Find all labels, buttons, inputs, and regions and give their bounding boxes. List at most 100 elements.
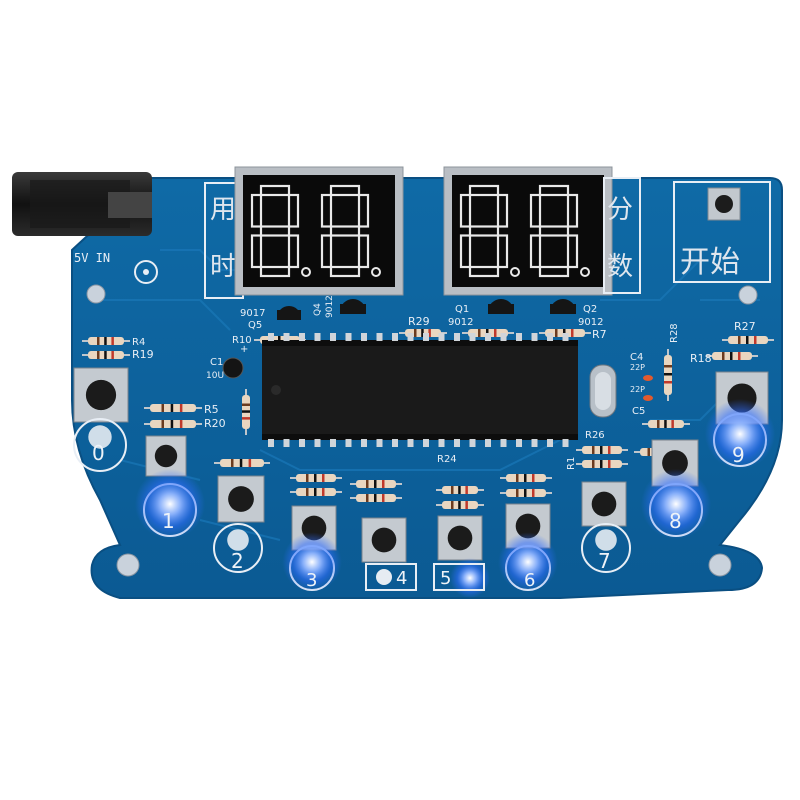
segment [468,265,500,278]
digit-7-button[interactable] [581,481,627,527]
chip-pin [361,333,367,341]
digit-2-label: 2 [231,549,244,573]
led-6 [498,532,558,592]
led-9 [704,398,776,470]
label-count: 数 [607,252,633,282]
digit-6-label: 6 [524,570,535,591]
digit-7-label: 7 [598,549,611,573]
segment [329,265,361,278]
chip-pin [299,333,305,341]
resistor [706,352,758,360]
mounting-hole [708,553,732,577]
resistor [350,494,402,502]
svg-text:R26: R26 [585,430,605,441]
resistor [664,349,672,401]
led-5 [450,558,490,598]
chip-pin [469,439,476,447]
svg-text:R4: R4 [132,337,145,348]
chip-pin [268,333,274,341]
svg-text:R19: R19 [132,348,154,361]
svg-text:9012: 9012 [325,295,335,318]
start-button[interactable] [707,187,741,221]
led-2 [213,523,263,573]
chip-pin [485,439,491,447]
resistor [82,337,130,345]
svg-text:Q4: Q4 [313,303,323,316]
segment [357,193,370,228]
svg-text:10U: 10U [206,371,224,381]
chip-pin [330,333,336,341]
segment [250,193,263,228]
svg-text:R1: R1 [566,457,577,470]
resistor [144,404,202,412]
resistor [436,501,484,509]
resistor [576,460,628,468]
mounting-hole [116,553,140,577]
digit-2-button[interactable] [217,475,265,523]
segment [287,193,300,228]
svg-text:9012: 9012 [578,317,603,328]
label-use: 用 [210,195,236,225]
digit-0-label: 0 [92,441,105,465]
chip-pin [299,439,305,447]
resistor [82,351,130,359]
resistor [722,336,774,344]
digit-8-label: 8 [669,509,682,533]
chip-pin [407,439,414,447]
chip-pin [423,333,429,341]
display-left [234,166,404,296]
chip-pin [485,333,491,341]
svg-text:+: + [240,344,248,355]
chip-pin [438,439,445,447]
power-label: 5V IN [74,251,110,265]
segment [496,234,509,269]
dc-power-jack [12,172,152,236]
chip-pin [531,439,538,447]
svg-text:C5: C5 [632,406,645,417]
resistor [242,389,250,435]
chip-pin [531,333,538,341]
resistor [144,420,202,428]
segment [329,225,361,237]
svg-text:C4: C4 [630,352,643,363]
chip-pin [407,333,414,341]
chip-pin [268,439,274,447]
chip-pin [392,333,398,341]
svg-text:R20: R20 [204,417,226,430]
segment [287,234,300,269]
digit-0-button[interactable] [73,367,129,423]
digit-5-button[interactable] [437,515,483,561]
svg-text:R28: R28 [669,323,680,343]
digit-leds [73,398,776,598]
chip-pin [314,439,321,447]
digit-4-button[interactable] [361,517,407,563]
segment [357,234,370,269]
resistor [500,474,552,482]
power-symbol-icon [134,260,158,284]
svg-text:9017: 9017 [240,308,265,319]
svg-text:22P: 22P [630,363,645,372]
segment [250,234,263,269]
chip-pin [547,439,553,447]
segment [329,184,361,197]
chip-pin [423,439,429,447]
chip-pin [376,333,383,341]
capacitor-c1 [222,357,244,379]
chip-pin [392,439,398,447]
digit-4-label: 4 [396,568,407,589]
chip-pin [500,439,507,447]
chip-pin [283,439,290,447]
chip-pin [562,333,569,341]
resistor [290,488,342,496]
digit-9-label: 9 [732,443,745,467]
chip-pin [438,333,445,341]
svg-text:9012: 9012 [448,317,473,328]
chip-pin [345,439,352,447]
decimal-point [371,267,381,277]
resistor [642,420,690,428]
display-right [443,166,613,296]
led-1 [134,468,206,540]
led-8 [640,468,712,540]
chip-pin [454,439,460,447]
